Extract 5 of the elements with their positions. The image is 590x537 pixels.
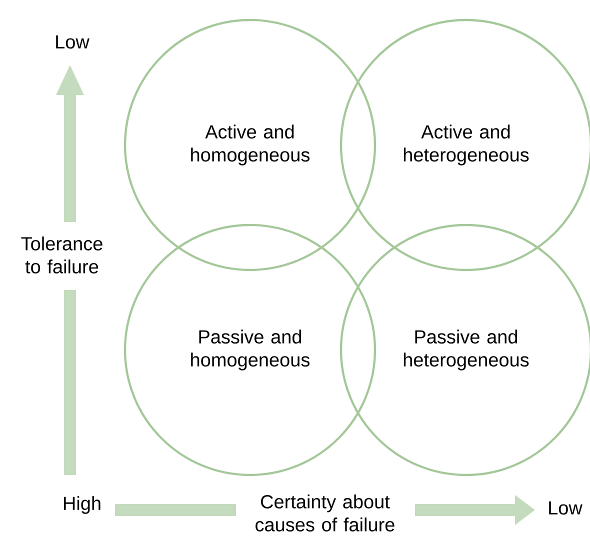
axis-label: Low	[56, 35, 90, 49]
axis-label: Low	[549, 501, 582, 515]
axis-label: Certainty about causes of failure	[256, 494, 394, 532]
axis-label: Tolerance to failure	[21, 236, 102, 274]
axis-label: High	[64, 496, 100, 514]
